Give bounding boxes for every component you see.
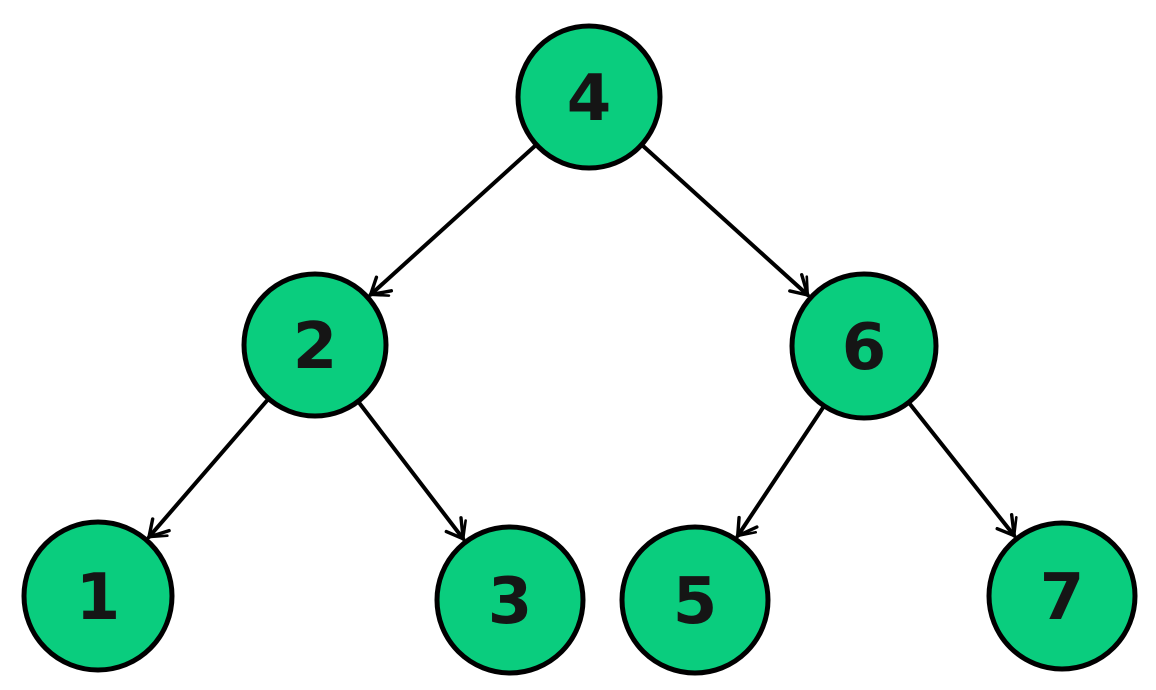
edge-4-to-2 (368, 144, 537, 297)
node-circle-5 (619, 524, 771, 676)
node-label-1: 1 (76, 561, 121, 635)
tree-node-1: 1 (21, 519, 175, 673)
node-label-3: 3 (488, 565, 533, 639)
tree-node-5: 5 (619, 524, 771, 676)
edge-4-to-6 (641, 144, 811, 298)
edge-2-to-1 (146, 398, 270, 540)
edge-6-to-7 (907, 402, 1018, 539)
node-circle-6 (789, 271, 939, 421)
node-label-2: 2 (293, 310, 338, 384)
tree-node-4: 4 (515, 23, 663, 171)
nodes-layer: 4 2 6 1 3 5 7 (21, 23, 1138, 676)
node-label-6: 6 (842, 311, 887, 385)
tree-node-3: 3 (434, 524, 586, 676)
tree-node-6: 6 (789, 271, 939, 421)
edge-6-to-5 (735, 405, 825, 539)
tree-node-2: 2 (241, 271, 389, 419)
node-circle-4 (515, 23, 663, 171)
edge-2-to-3 (357, 401, 467, 542)
node-label-4: 4 (567, 62, 612, 136)
edges-layer (146, 144, 1018, 542)
node-circle-7 (986, 520, 1138, 672)
node-circle-3 (434, 524, 586, 676)
node-label-7: 7 (1040, 561, 1085, 635)
tree-node-7: 7 (986, 520, 1138, 672)
node-circle-2 (241, 271, 389, 419)
node-label-5: 5 (673, 565, 718, 639)
node-circle-1 (21, 519, 175, 673)
